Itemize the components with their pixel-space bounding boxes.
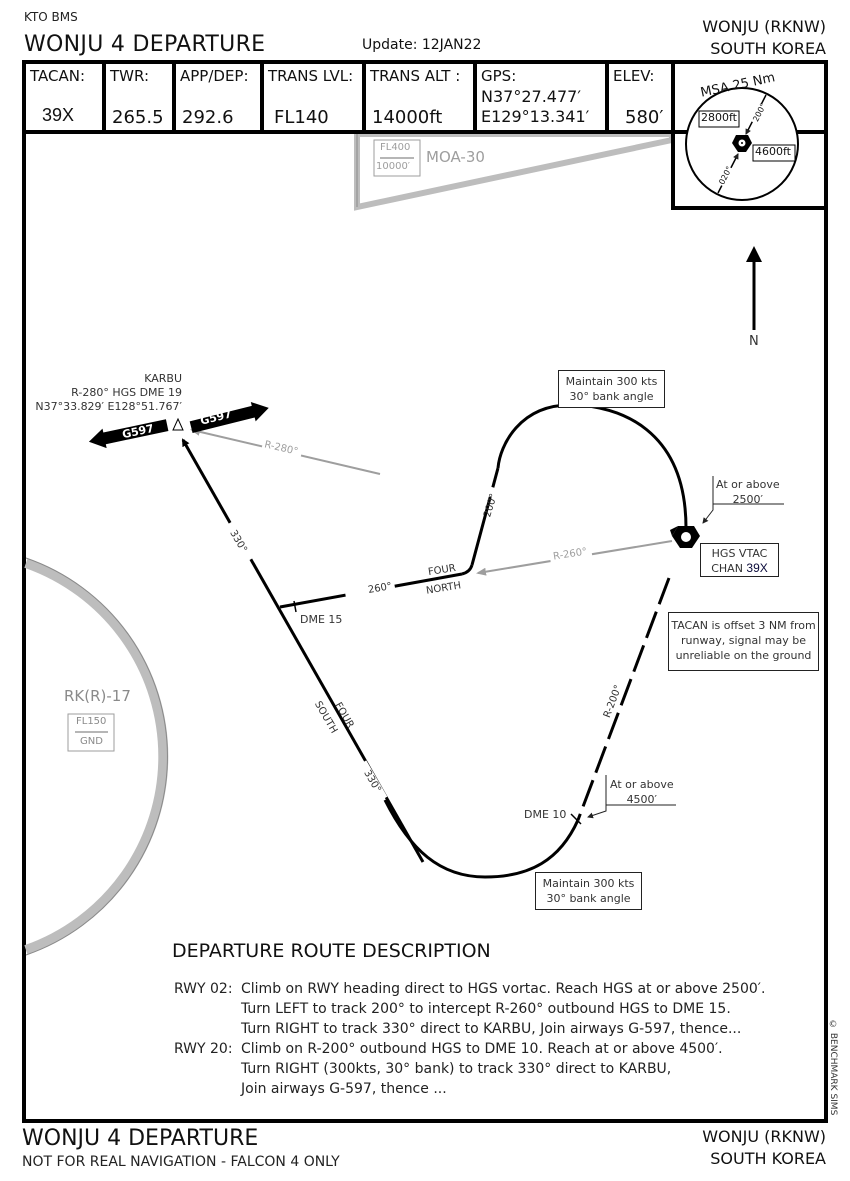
restricted-lower-limit: GND bbox=[80, 736, 103, 747]
dme10-label: DME 10 bbox=[524, 808, 567, 821]
description-title: DEPARTURE ROUTE DESCRIPTION bbox=[172, 940, 491, 962]
note-maintain-speed-bottom: Maintain 300 kts 30° bank angle bbox=[535, 872, 642, 910]
info-row: TACAN: 39X TWR: 265.5 APP/DEP: 292.6 TRA… bbox=[22, 60, 675, 134]
info-trans-alt: TRANS ALT : 14000ft bbox=[366, 64, 477, 130]
elev-value: 580′ bbox=[625, 107, 664, 128]
gps-longitude: E129°13.341′ bbox=[481, 107, 590, 126]
chart-source: KTO BMS bbox=[24, 10, 78, 24]
twr-label: TWR: bbox=[110, 67, 150, 85]
msa-vtac-icon bbox=[732, 135, 752, 152]
karbu-waypoint-icon bbox=[172, 417, 184, 431]
restricted-area-boundary bbox=[24, 558, 169, 955]
route-four-north-arc bbox=[496, 403, 688, 529]
restricted-name: RK(R)-17 bbox=[64, 687, 131, 705]
restricted-upper-limit: FL150 bbox=[76, 716, 107, 727]
hgs-vtac-icon bbox=[670, 526, 700, 548]
dme15-label: DME 15 bbox=[300, 613, 343, 626]
footer-title: WONJU 4 DEPARTURE bbox=[22, 1126, 259, 1151]
moa-lower-limit: 10000′ bbox=[376, 161, 411, 172]
trans-lvl-label: TRANS LVL: bbox=[268, 67, 354, 85]
dme15-tick bbox=[293, 600, 297, 613]
footer-airport-line-2: SOUTH KOREA bbox=[710, 1149, 826, 1168]
update-date: Update: 12JAN22 bbox=[362, 37, 482, 53]
rwy20-line-3: Join airways G-597, thence ... bbox=[241, 1081, 447, 1097]
rwy02-line-3: Turn RIGHT to track 330° direct to KARBU… bbox=[241, 1021, 742, 1037]
route-track-330 bbox=[181, 438, 425, 863]
moa-name: MOA-30 bbox=[426, 148, 485, 166]
airport-line-1: WONJU (RKNW) bbox=[702, 17, 826, 36]
route-four-south-loop bbox=[383, 799, 580, 879]
rwy02-line-1: Climb on RWY heading direct to HGS vorta… bbox=[241, 981, 766, 997]
msa-sector-alt-east: 4600ft bbox=[755, 145, 791, 158]
tacan-value: 39X bbox=[42, 105, 75, 125]
airway-g597-right-arrow bbox=[189, 402, 269, 434]
info-trans-lvl: TRANS LVL: FL140 bbox=[264, 64, 366, 130]
trans-lvl-value: FL140 bbox=[274, 107, 329, 128]
vtac-channel: 39X bbox=[746, 561, 768, 575]
note-tacan-offset: TACAN is offset 3 NM from runway, signal… bbox=[668, 612, 819, 671]
gps-label: GPS: bbox=[481, 67, 517, 85]
rwy02-line-2: Turn LEFT to track 200° to intercept R-2… bbox=[241, 1001, 731, 1017]
rwy20-line-2: Turn RIGHT (300kts, 30° bank) to track 3… bbox=[241, 1061, 672, 1077]
tacan-label: TACAN: bbox=[30, 67, 86, 85]
info-elev: ELEV: 580′ bbox=[609, 64, 675, 130]
rwy20-label: RWY 20: bbox=[174, 1041, 233, 1057]
north-label: N bbox=[749, 334, 759, 349]
rwy02-label: RWY 02: bbox=[174, 981, 233, 997]
info-twr: TWR: 265.5 bbox=[106, 64, 176, 130]
app-dep-label: APP/DEP: bbox=[180, 67, 249, 85]
info-tacan: TACAN: 39X bbox=[26, 64, 106, 130]
footer-airport-line-1: WONJU (RKNW) bbox=[702, 1127, 826, 1146]
chart-title: WONJU 4 DEPARTURE bbox=[24, 32, 266, 57]
msa-box bbox=[671, 60, 828, 210]
footer-disclaimer: NOT FOR REAL NAVIGATION - FALCON 4 ONLY bbox=[22, 1154, 340, 1170]
app-dep-value: 292.6 bbox=[182, 107, 234, 128]
note-4500-leader bbox=[587, 804, 676, 819]
twr-value: 265.5 bbox=[112, 107, 164, 128]
karbu-radial: R-280° HGS DME 19 bbox=[71, 386, 182, 399]
note-4500: At or above 4500′ bbox=[610, 778, 674, 806]
gps-latitude: N37°27.477′ bbox=[481, 87, 581, 106]
airport-name: WONJU (RKNW) SOUTH KOREA bbox=[702, 16, 826, 60]
copyright: © BENCHMARK SIMS bbox=[828, 1020, 838, 1116]
note-2500-leader bbox=[702, 503, 784, 524]
moa-upper-limit: FL400 bbox=[380, 142, 411, 153]
airport-line-2: SOUTH KOREA bbox=[710, 39, 826, 58]
trans-alt-label: TRANS ALT : bbox=[370, 67, 461, 85]
route-four-south-r200 bbox=[576, 577, 671, 821]
info-gps: GPS: N37°27.477′ E129°13.341′ bbox=[477, 64, 609, 130]
karbu-name: KARBU bbox=[144, 372, 182, 385]
karbu-coords: N37°33.829′ E128°51.767′ bbox=[35, 400, 182, 413]
airway-g597-left-arrow bbox=[88, 419, 169, 449]
note-2500: At or above 2500′ bbox=[716, 478, 780, 506]
hgs-vtac-label: HGS VTAC CHAN 39X bbox=[700, 543, 779, 577]
dme10-tick bbox=[570, 813, 582, 825]
info-app-dep: APP/DEP: 292.6 bbox=[176, 64, 264, 130]
trans-alt-value: 14000ft bbox=[372, 107, 443, 128]
note-maintain-speed-top: Maintain 300 kts 30° bank angle bbox=[558, 370, 665, 408]
footer-airport: WONJU (RKNW) SOUTH KOREA bbox=[702, 1126, 826, 1170]
route-four-north-track-200 bbox=[470, 467, 500, 566]
msa-sector-alt-west: 2800ft bbox=[701, 111, 737, 124]
rwy20-line-1: Climb on R-200° outbound HGS to DME 10. … bbox=[241, 1041, 723, 1057]
elev-label: ELEV: bbox=[613, 67, 655, 85]
